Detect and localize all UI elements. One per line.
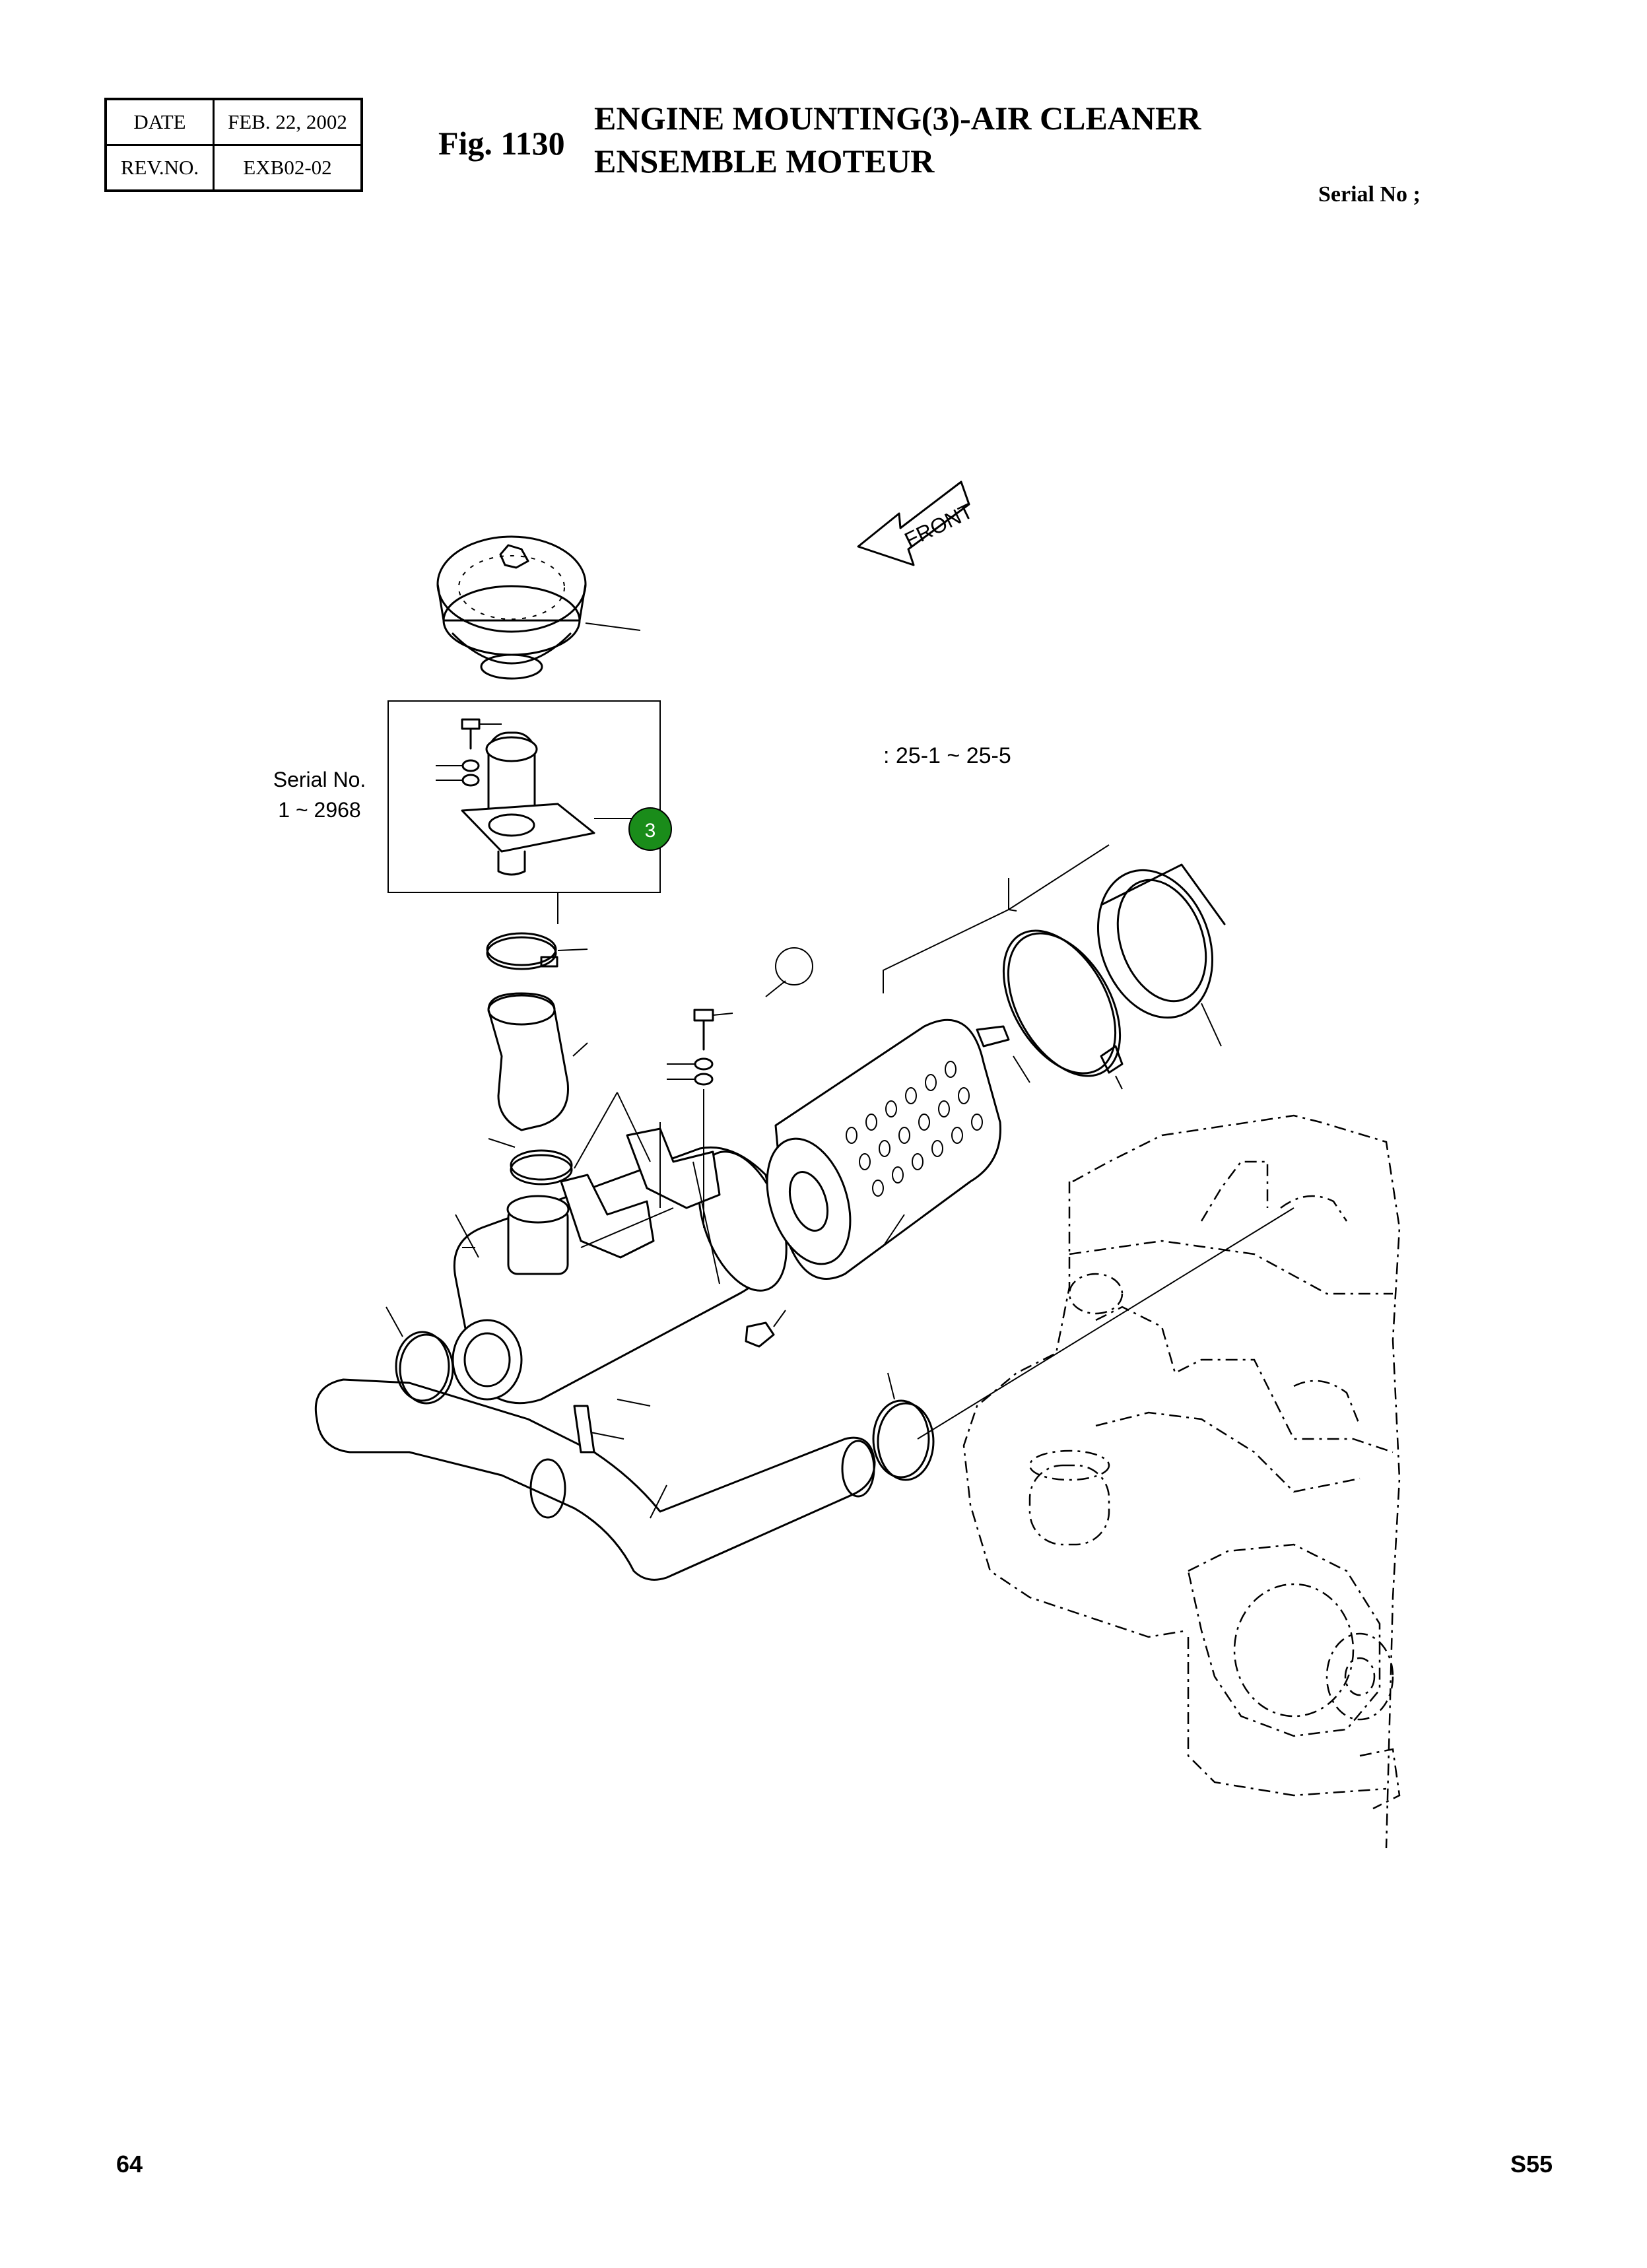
title-english: ENGINE MOUNTING(3)-AIR CLEANER — [594, 100, 1201, 137]
reference-circle — [775, 947, 813, 985]
date-label: DATE — [104, 98, 215, 146]
precleaner-cap — [436, 535, 641, 680]
page-number: 64 — [116, 2151, 143, 2178]
range-note: : 25-1 ~ 25-5 — [883, 743, 1011, 768]
callout-bubble — [628, 807, 672, 851]
outlet-hose — [314, 1306, 935, 1581]
front-arrow: FRONT — [857, 481, 976, 566]
hose-clamp-upper — [486, 932, 588, 970]
model-code: S55 — [1510, 2151, 1553, 2178]
inlet-flange-assembly — [436, 718, 634, 924]
rubber-elbow — [487, 992, 588, 1131]
hose-clamp-middle — [488, 1138, 573, 1185]
rev-value: EXB02-02 — [213, 144, 363, 192]
serial-box-label: Serial No. — [273, 768, 366, 791]
serial-range-box — [387, 700, 661, 893]
rev-label: REV.NO. — [104, 144, 215, 192]
title-french: ENSEMBLE MOTEUR — [594, 143, 935, 180]
air-cleaner-housing — [452, 1092, 788, 1405]
date-value: FEB. 22, 2002 — [213, 98, 363, 146]
mount-bolt — [667, 1009, 786, 1348]
revision-info-table: DATE FEB. 22, 2002 REV.NO. EXB02-02 — [104, 98, 363, 192]
engine-outline — [917, 1114, 1401, 1849]
serial-heading: Serial No ; — [1318, 182, 1421, 207]
serial-box-range: 1 ~ 2968 — [278, 798, 360, 822]
filter-element — [766, 844, 1110, 1280]
rubber-ring — [1096, 863, 1226, 1047]
band-clamp — [976, 929, 1124, 1090]
callout-number: 3 — [645, 820, 656, 842]
figure-number: Fig. 1130 — [438, 125, 565, 162]
